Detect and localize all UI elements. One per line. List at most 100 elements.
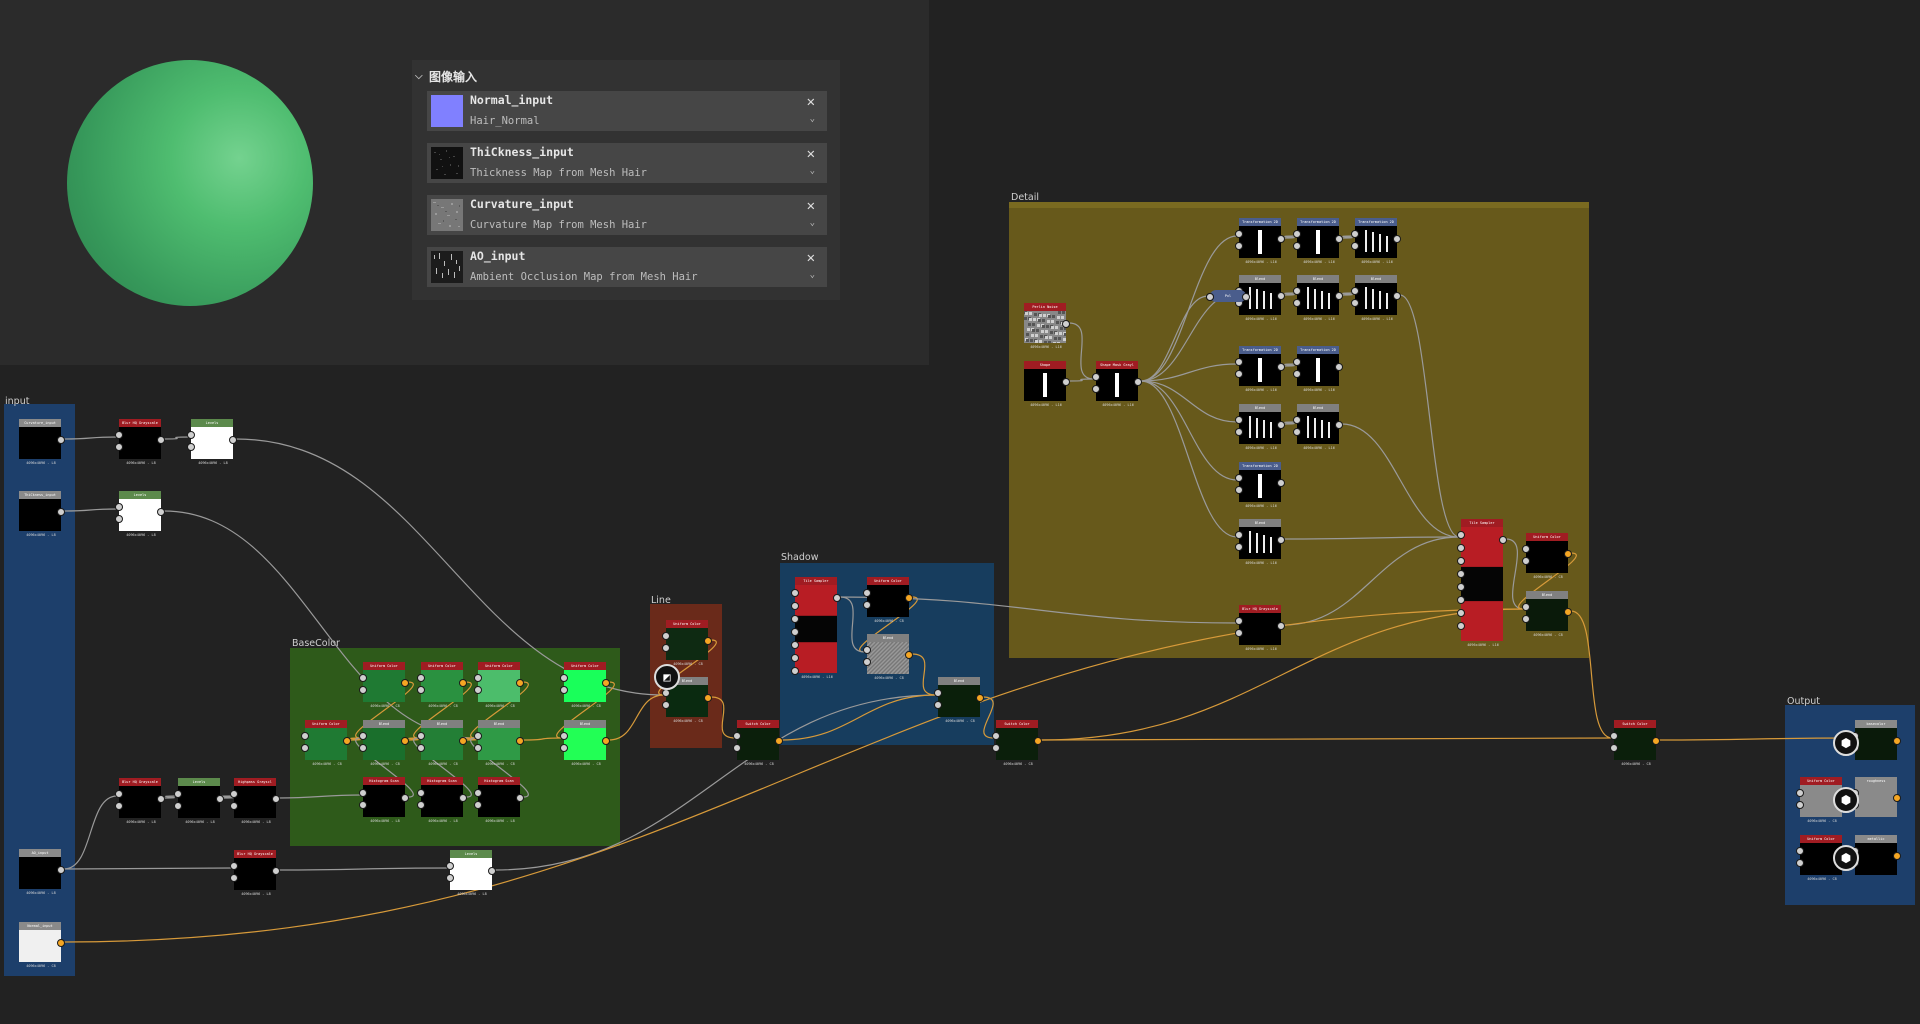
input-port[interactable] [1522, 545, 1530, 553]
input-port[interactable] [417, 744, 425, 752]
input-port[interactable] [359, 732, 367, 740]
close-icon[interactable]: ✕ [806, 198, 815, 214]
input-port[interactable] [791, 615, 799, 623]
output-port[interactable] [459, 794, 467, 802]
input-port[interactable] [662, 689, 670, 697]
input-port[interactable] [474, 789, 482, 797]
input-port[interactable] [1457, 596, 1465, 604]
output-port[interactable] [704, 637, 712, 645]
input-port[interactable] [1293, 358, 1301, 366]
input-port[interactable] [662, 701, 670, 709]
material-preview-sphere[interactable] [67, 60, 313, 306]
output-port[interactable] [157, 436, 165, 444]
input-port[interactable] [662, 632, 670, 640]
input-port[interactable] [1293, 428, 1301, 436]
input-port[interactable] [359, 801, 367, 809]
input-port[interactable] [791, 589, 799, 597]
input-port[interactable] [791, 641, 799, 649]
input-port[interactable] [1235, 543, 1243, 551]
input-port[interactable] [1522, 615, 1530, 623]
output-port[interactable] [976, 694, 984, 702]
input-port[interactable] [1092, 385, 1100, 393]
image-input-row[interactable]: ThiCkness_input Thickness Map from Mesh … [427, 143, 827, 183]
output-port[interactable] [1242, 293, 1250, 301]
input-port[interactable] [1293, 287, 1301, 295]
input-port[interactable] [662, 644, 670, 652]
output-port[interactable] [1893, 852, 1901, 860]
output-port[interactable] [1277, 536, 1285, 544]
output-port[interactable] [401, 679, 409, 687]
graph-node-out-rough[interactable]: roughness⬢ [1833, 777, 1901, 817]
image-input-row[interactable]: Curvature_input Curvature Map from Mesh … [427, 195, 827, 235]
input-port[interactable] [1796, 801, 1804, 809]
output-port[interactable] [229, 436, 237, 444]
output-port[interactable] [57, 866, 65, 874]
input-port[interactable] [1235, 416, 1243, 424]
chevron-down-icon[interactable]: ⌄ [809, 218, 815, 228]
output-port[interactable] [1277, 363, 1285, 371]
input-port[interactable] [863, 601, 871, 609]
input-port[interactable] [115, 790, 123, 798]
input-port[interactable] [230, 874, 238, 882]
input-port[interactable] [863, 658, 871, 666]
output-port[interactable] [1277, 479, 1285, 487]
output-port[interactable] [459, 737, 467, 745]
output-port[interactable] [1335, 292, 1343, 300]
input-port[interactable] [417, 686, 425, 694]
output-port[interactable] [516, 737, 524, 745]
output-port[interactable] [157, 795, 165, 803]
output-port[interactable] [905, 651, 913, 659]
input-port[interactable] [1796, 847, 1804, 855]
output-port[interactable] [1034, 737, 1042, 745]
input-port[interactable] [359, 674, 367, 682]
output-port[interactable] [488, 867, 496, 875]
input-port[interactable] [733, 732, 741, 740]
output-port[interactable] [602, 679, 610, 687]
checker-icon[interactable]: ◩ [654, 664, 680, 690]
input-port[interactable] [115, 443, 123, 451]
output-port[interactable] [272, 867, 280, 875]
output-port[interactable] [1335, 235, 1343, 243]
output-port[interactable] [272, 795, 280, 803]
input-port[interactable] [115, 431, 123, 439]
output-port[interactable] [602, 737, 610, 745]
input-port[interactable] [230, 802, 238, 810]
input-port[interactable] [1457, 622, 1465, 630]
output-port[interactable] [57, 436, 65, 444]
input-port[interactable] [791, 654, 799, 662]
input-port[interactable] [560, 732, 568, 740]
output-port[interactable] [1335, 421, 1343, 429]
input-port[interactable] [1457, 583, 1465, 591]
input-port[interactable] [1235, 474, 1243, 482]
output-port[interactable] [833, 594, 841, 602]
input-port[interactable] [359, 789, 367, 797]
output-port[interactable] [905, 594, 913, 602]
input-port[interactable] [115, 503, 123, 511]
input-port[interactable] [1235, 531, 1243, 539]
